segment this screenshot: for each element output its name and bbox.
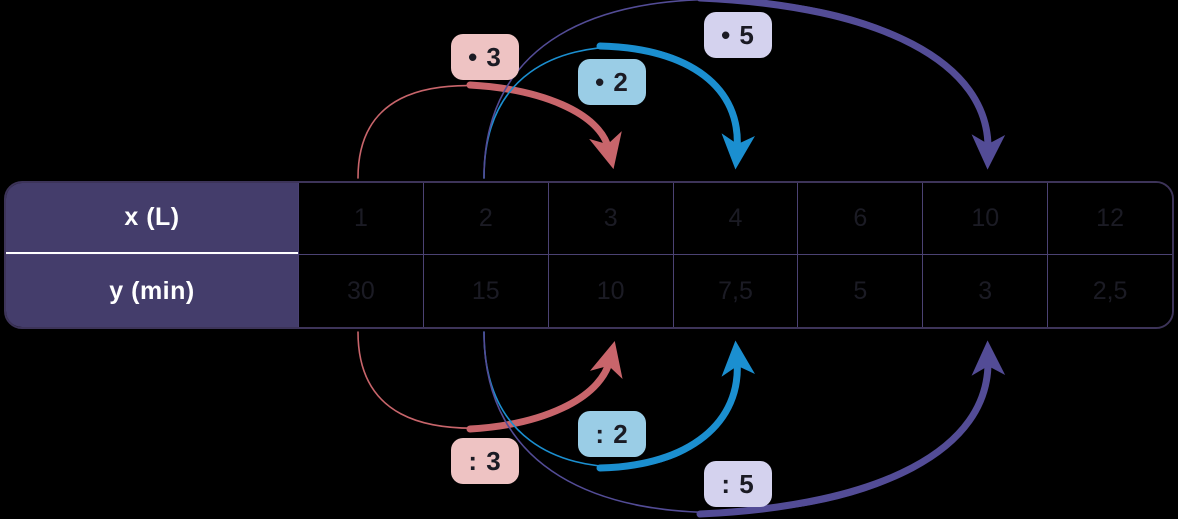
badge-multiply-5: • 5 [704, 12, 772, 58]
cell-y-2: 10 [547, 255, 673, 327]
data-table: x (L) 1 2 3 4 6 10 12 y (min) 30 15 10 7… [4, 181, 1174, 329]
cell-x-5: 10 [922, 183, 1048, 254]
row-label-y: y (min) [6, 255, 298, 327]
cell-x-1: 2 [422, 183, 548, 254]
badge-multiply-2: • 2 [578, 59, 646, 105]
cell-y-1: 15 [422, 255, 548, 327]
cell-y-5: 3 [922, 255, 1048, 327]
table-row-y: y (min) 30 15 10 7,5 5 3 2,5 [6, 255, 1172, 327]
badge-divide-2: : 2 [578, 411, 646, 457]
cell-y-4: 5 [797, 255, 923, 327]
cell-x-6: 12 [1047, 183, 1172, 254]
cell-y-0: 30 [298, 255, 423, 327]
cell-x-2: 3 [547, 183, 673, 254]
badge-multiply-3: • 3 [451, 34, 519, 80]
row-label-x: x (L) [6, 183, 298, 254]
badge-divide-3: : 3 [451, 438, 519, 484]
cell-y-6: 2,5 [1047, 255, 1172, 327]
cell-x-4: 6 [797, 183, 923, 254]
cell-x-3: 4 [672, 183, 798, 254]
table-row-x: x (L) 1 2 3 4 6 10 12 [6, 183, 1172, 255]
arrow-top-red-thin [357, 84, 611, 179]
cell-x-0: 1 [298, 183, 423, 254]
cell-y-3: 7,5 [672, 255, 798, 327]
arrow-bottom-red-thin [357, 331, 611, 430]
badge-divide-5: : 5 [704, 461, 772, 507]
